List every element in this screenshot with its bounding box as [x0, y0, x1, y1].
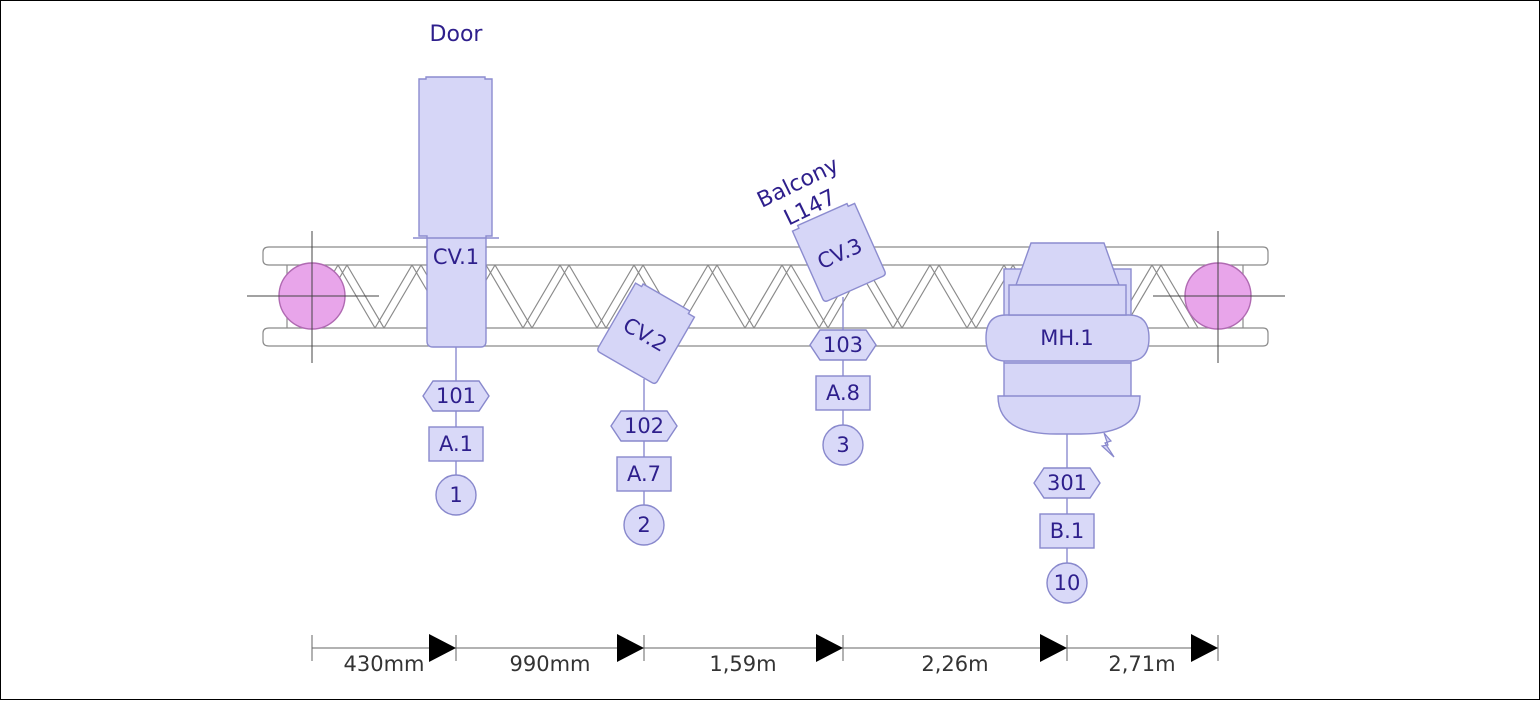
channel-tag: 101 [422, 380, 490, 412]
hang-point-left [247, 231, 379, 363]
dimension-label: 2,71m [1108, 652, 1175, 676]
svg-text:10: 10 [1054, 571, 1081, 595]
hang-point-right [1153, 231, 1285, 363]
unit-number-tag: 3 [822, 424, 864, 466]
fixture-id: MH.1 [1040, 326, 1094, 350]
door-label: Door [430, 22, 484, 47]
dimension-arrow [429, 634, 456, 662]
dimension-label: 2,26m [921, 652, 988, 676]
dimension-arrow [1040, 634, 1067, 662]
fixture-cv1[interactable]: CV.1 [413, 76, 499, 348]
svg-text:3: 3 [836, 433, 849, 457]
svg-text:2: 2 [637, 513, 650, 537]
address-tag: A.1 [428, 426, 484, 462]
dimension-label: 430mm [344, 652, 425, 676]
channel-tag: 102 [610, 410, 678, 442]
address-tag: A.8 [815, 375, 871, 411]
fixture-cv3[interactable]: CV.3 [791, 201, 886, 303]
dimension-label: 990mm [510, 652, 591, 676]
dimension-line: 430mm 990mm 1,59m 2,26m 2,71m [311, 634, 1219, 676]
address-tag: A.7 [616, 456, 672, 492]
fixture-id: CV.1 [433, 245, 479, 269]
svg-text:102: 102 [624, 414, 664, 438]
unit-number-tag: 10 [1046, 562, 1088, 604]
dimension-arrow [816, 634, 843, 662]
dimension-arrow [617, 634, 644, 662]
channel-tag: 103 [809, 329, 877, 361]
unit-number-tag: 2 [623, 504, 665, 546]
svg-text:A.8: A.8 [826, 381, 860, 405]
lightning-bolt-icon [1100, 432, 1115, 458]
svg-text:B.1: B.1 [1050, 519, 1084, 543]
svg-text:A.1: A.1 [439, 432, 473, 456]
dimension-label: 1,59m [709, 652, 776, 676]
fixture-mh1[interactable]: MH.1 [985, 242, 1150, 435]
unit-number-tag: 1 [435, 474, 477, 516]
svg-text:A.7: A.7 [627, 462, 661, 486]
fixture-cv2[interactable]: CV.2 [597, 280, 696, 385]
svg-text:1: 1 [449, 483, 462, 507]
channel-tag: 301 [1033, 467, 1101, 499]
svg-text:101: 101 [436, 384, 476, 408]
address-tag: B.1 [1039, 513, 1095, 549]
svg-text:301: 301 [1047, 471, 1087, 495]
svg-text:103: 103 [823, 333, 863, 357]
dimension-arrow [1191, 634, 1218, 662]
